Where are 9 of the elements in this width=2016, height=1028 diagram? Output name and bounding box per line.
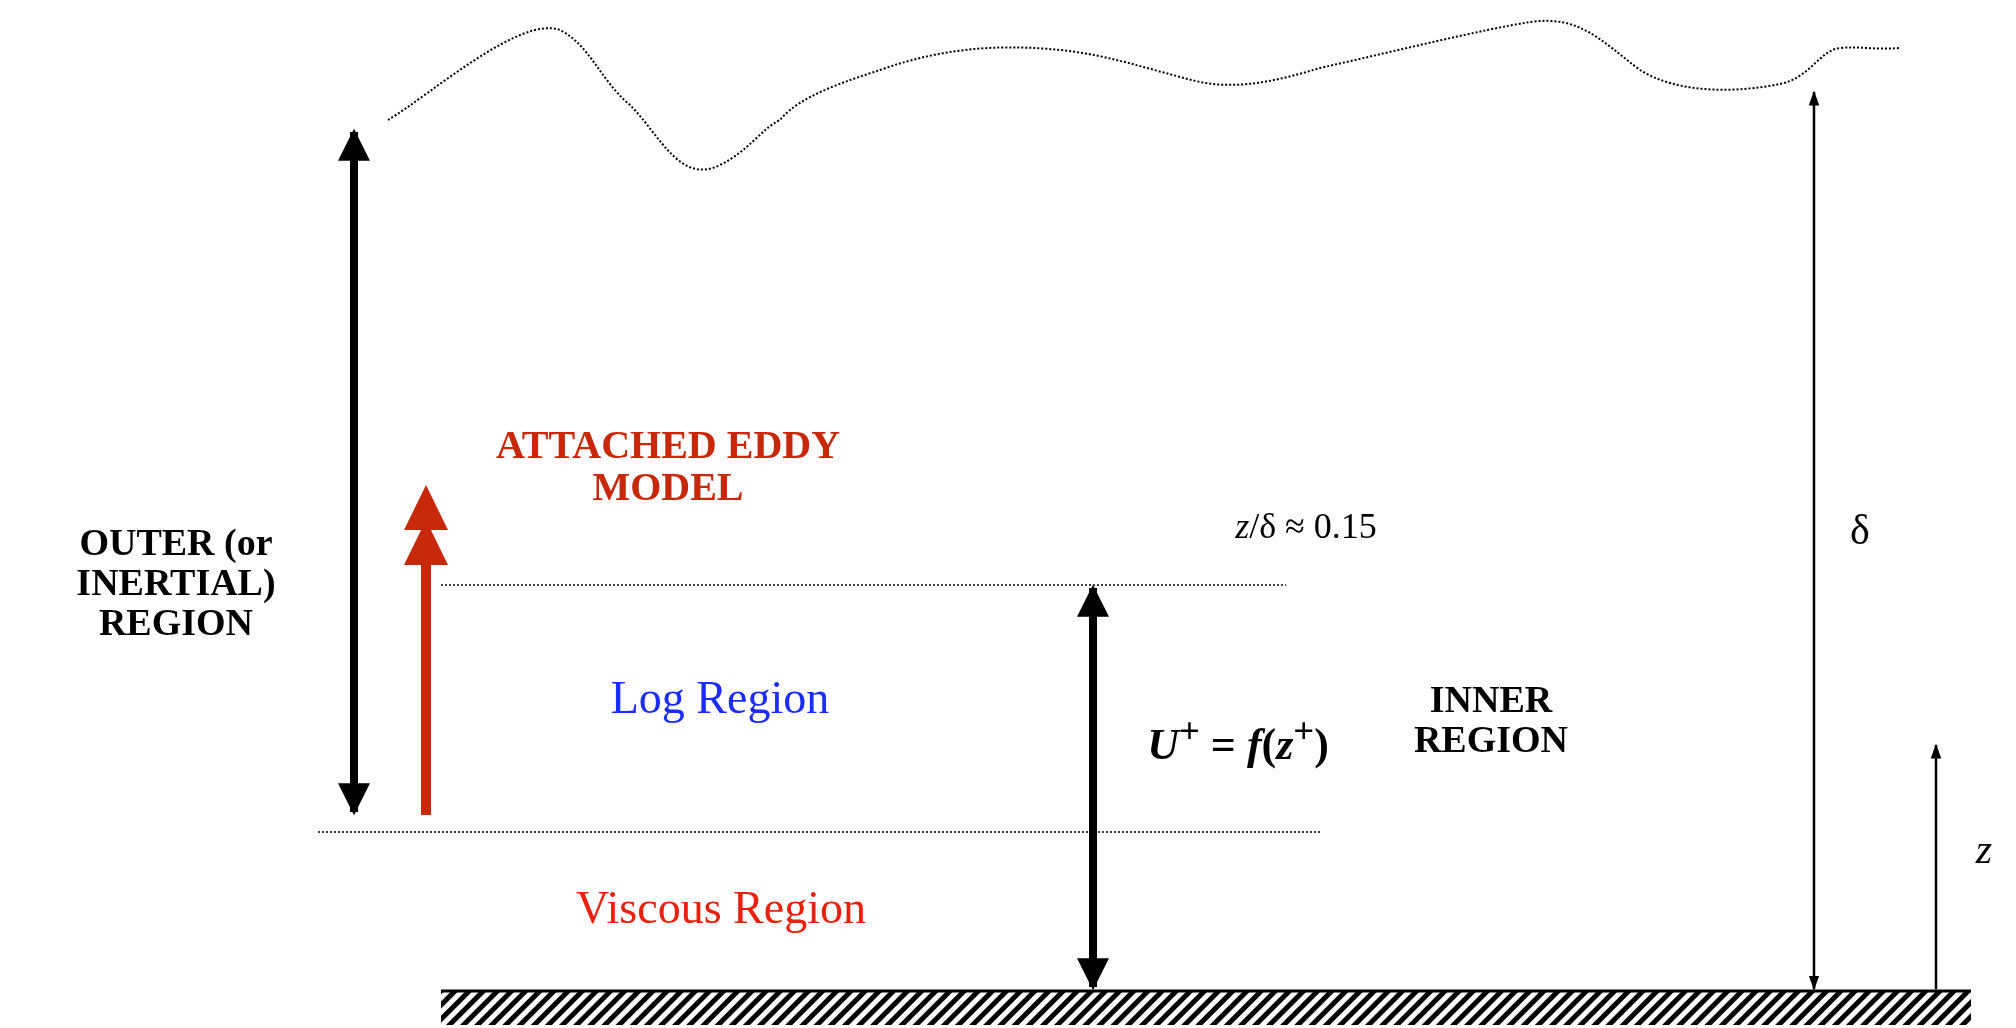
region-label: Viscous Region [576, 883, 866, 933]
ratio-label: z/δ ≈ 0.15 [1235, 508, 1377, 546]
symbol-label: δ [1850, 507, 1870, 553]
region-label: Log Region [610, 673, 830, 723]
axis-label: z [1975, 826, 1993, 872]
formula-label: U$^{+}$ = f(z$^{+}$) [1147, 712, 1329, 768]
region-label: INNER REGION [1412, 680, 1570, 760]
model-label: ATTACHED EDDY MODEL [494, 424, 842, 508]
region-label: OUTER (or INERTIAL) REGION [75, 523, 277, 643]
